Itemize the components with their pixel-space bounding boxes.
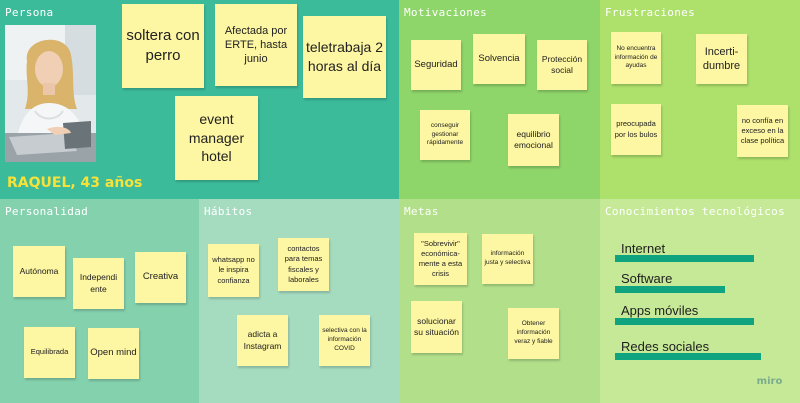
frustraciones-note-3[interactable]: preocupada por los bulos bbox=[611, 104, 661, 155]
frustraciones-panel-title: Frustraciones bbox=[605, 6, 695, 19]
metas-note-4[interactable]: Obtener información veraz y fiable bbox=[508, 308, 559, 359]
frustraciones-panel: Frustraciones bbox=[600, 0, 800, 199]
motivaciones-note-3[interactable]: Protección social bbox=[537, 40, 587, 90]
tech-label-software: Software bbox=[621, 271, 673, 286]
persona-photo[interactable] bbox=[5, 25, 96, 162]
motivaciones-note-1[interactable]: Seguridad bbox=[411, 40, 461, 90]
persona-note-3[interactable]: teletrabaja 2 horas al día bbox=[303, 16, 386, 98]
frustraciones-note-4[interactable]: no confía en exceso en la clase política bbox=[737, 105, 788, 157]
tech-bar-redes-sociales bbox=[615, 353, 761, 360]
motivaciones-panel: Motivaciones bbox=[399, 0, 600, 199]
personalidad-note-5[interactable]: Open mind bbox=[88, 328, 139, 379]
habitos-panel-title: Hábitos bbox=[204, 205, 253, 218]
metas-note-2[interactable]: información justa y selectiva bbox=[482, 234, 533, 284]
motivaciones-note-5[interactable]: equilibrio emocional bbox=[508, 114, 559, 166]
motivaciones-panel-title: Motivaciones bbox=[404, 6, 488, 19]
persona-note-2[interactable]: Afectada por ERTE, hasta junio bbox=[215, 4, 297, 86]
habitos-note-2[interactable]: contactos para temas fiscales y laborale… bbox=[278, 238, 329, 291]
frustraciones-note-1[interactable]: No encuentra información de ayudas bbox=[611, 32, 661, 84]
tech-bar-software bbox=[615, 286, 725, 293]
habitos-note-1[interactable]: whatsapp no le inspira confianza bbox=[208, 244, 259, 297]
frustraciones-note-2[interactable]: Incerti-dumbre bbox=[696, 34, 747, 84]
metas-note-3[interactable]: solucionar su situación bbox=[411, 301, 462, 353]
habitos-panel: Hábitos bbox=[199, 199, 399, 403]
tech-bar-apps-moviles bbox=[615, 318, 754, 325]
tech-bar-internet bbox=[615, 255, 754, 262]
persona-photo-image bbox=[5, 25, 96, 162]
motivaciones-note-4[interactable]: conseguir gestionar rápidamente bbox=[420, 110, 470, 160]
persona-name: RAQUEL, 43 años bbox=[7, 175, 143, 191]
persona-panel-title: Persona bbox=[5, 6, 54, 19]
metas-note-1[interactable]: "Sobrevivir" económica-mente a esta cris… bbox=[414, 233, 467, 285]
personalidad-panel-title: Personalidad bbox=[5, 205, 89, 218]
habitos-note-3[interactable]: adicta a Instagram bbox=[237, 315, 288, 366]
habitos-note-4[interactable]: selectiva con la información COVID bbox=[319, 315, 370, 366]
conocimientos-panel-title: Conocimientos tecnológicos bbox=[605, 205, 785, 218]
motivaciones-note-2[interactable]: Solvencia bbox=[473, 34, 525, 84]
personalidad-note-4[interactable]: Equilibrada bbox=[24, 327, 75, 378]
personalidad-note-3[interactable]: Creativa bbox=[135, 252, 186, 303]
personalidad-note-1[interactable]: Autónoma bbox=[13, 246, 65, 297]
persona-note-4[interactable]: event manager hotel bbox=[175, 96, 258, 180]
personalidad-note-2[interactable]: Independi ente bbox=[73, 258, 124, 309]
metas-panel-title: Metas bbox=[404, 205, 439, 218]
persona-note-1[interactable]: soltera con perro bbox=[122, 4, 204, 88]
conocimientos-panel: Conocimientos tecnológicos bbox=[600, 199, 800, 403]
tech-label-internet: Internet bbox=[621, 241, 666, 256]
tech-label-redes-sociales: Redes sociales bbox=[621, 339, 710, 354]
miro-watermark: miro bbox=[751, 373, 788, 390]
tech-label-apps-moviles: Apps móviles bbox=[621, 303, 699, 318]
